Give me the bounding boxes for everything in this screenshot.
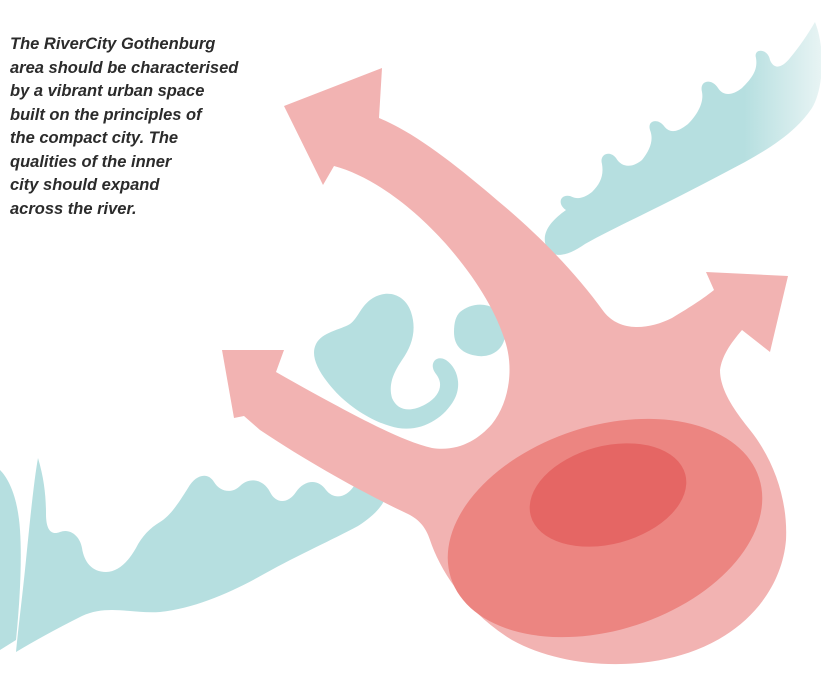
caption-line: The RiverCity Gothenburg xyxy=(10,35,216,53)
water-shape-southwest xyxy=(16,458,387,652)
caption-line: the compact city. The xyxy=(10,129,179,147)
caption-line: by a vibrant urban space xyxy=(10,82,205,100)
caption-line: qualities of the inner xyxy=(10,152,172,171)
diagram-caption: The RiverCity Gothenburg area should be … xyxy=(10,33,310,221)
caption-line: city should expand xyxy=(10,176,160,194)
caption-line: built on the principles of xyxy=(10,105,202,124)
water-shape-central-island xyxy=(314,293,459,429)
water-shape-islet xyxy=(454,304,506,357)
caption-line: area should be characterised xyxy=(10,58,239,77)
core-inner-ring xyxy=(529,443,687,547)
water-shape-west-edge xyxy=(0,470,21,650)
caption-line: across the river. xyxy=(10,199,137,218)
water-shape-northeast xyxy=(544,22,821,255)
